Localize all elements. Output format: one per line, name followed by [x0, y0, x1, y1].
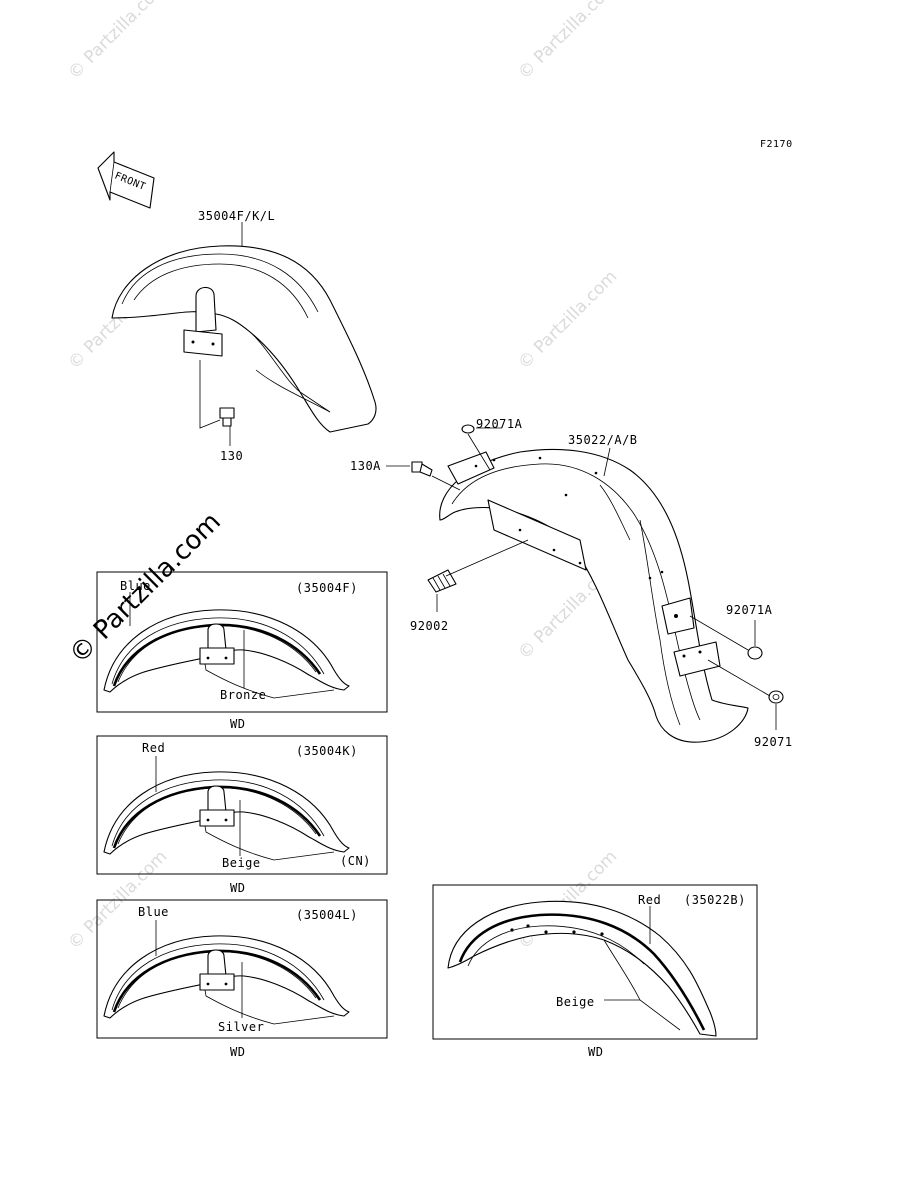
watermark-4: © Partzilla.com: [514, 267, 621, 374]
variant-3-code: (35004L): [296, 908, 358, 922]
variant-4-color-bottom: Beige: [556, 995, 595, 1009]
variant-2-extra: (CN): [340, 854, 371, 868]
variant-2-color-top: Red: [142, 741, 165, 755]
figure-code: F2170: [760, 139, 793, 150]
variant-3-color-top: Blue: [138, 905, 169, 919]
variant-2-code: (35004K): [296, 744, 358, 758]
label-grommet-top: 92071A: [476, 417, 523, 431]
bolt-130a-icon: [411, 461, 433, 477]
variant-2-color-bottom: Beige: [222, 856, 261, 870]
bolt-130-icon: [219, 407, 235, 427]
variant-box-35022b: [432, 884, 758, 1040]
front-arrow-icon: FRONT: [97, 151, 155, 209]
variant-4-region: WD: [588, 1045, 603, 1059]
variant-box-35004f: [96, 571, 388, 713]
variant-3-color-bottom: Silver: [218, 1020, 264, 1034]
watermark-1: © Partzilla.com: [64, 0, 171, 84]
front-fender-drawing: [111, 222, 377, 446]
grommet-92071a-top-icon: [461, 424, 475, 434]
rear-fender-drawing: [386, 424, 784, 743]
label-washer: 92071: [754, 735, 793, 749]
label-bolt-130a: 130A: [350, 459, 381, 473]
label-grommet-side: 92071A: [726, 603, 773, 617]
variant-box-35004l: [96, 899, 388, 1039]
variant-1-code: (35004F): [296, 581, 358, 595]
variant-2-region: WD: [230, 881, 245, 895]
watermark-2: © Partzilla.com: [514, 0, 621, 84]
label-rear-fender: 35022/A/B: [568, 433, 638, 447]
washer-92071-icon: [768, 690, 784, 704]
variant-1-region: WD: [230, 717, 245, 731]
label-front-fender: 35004F/K/L: [198, 209, 275, 223]
variant-4-code: (35022B): [684, 893, 746, 907]
label-bolt-92002: 92002: [410, 619, 449, 633]
variant-1-color-top: Blue: [120, 579, 151, 593]
variant-3-region: WD: [230, 1045, 245, 1059]
variant-1-color-bottom: Bronze: [220, 688, 266, 702]
variant-4-color-top: Red: [638, 893, 661, 907]
grommet-92071a-side-icon: [747, 646, 763, 660]
variant-box-35004k: [96, 735, 388, 875]
bolt-92002-icon: [427, 569, 457, 593]
label-bolt-130: 130: [220, 449, 243, 463]
